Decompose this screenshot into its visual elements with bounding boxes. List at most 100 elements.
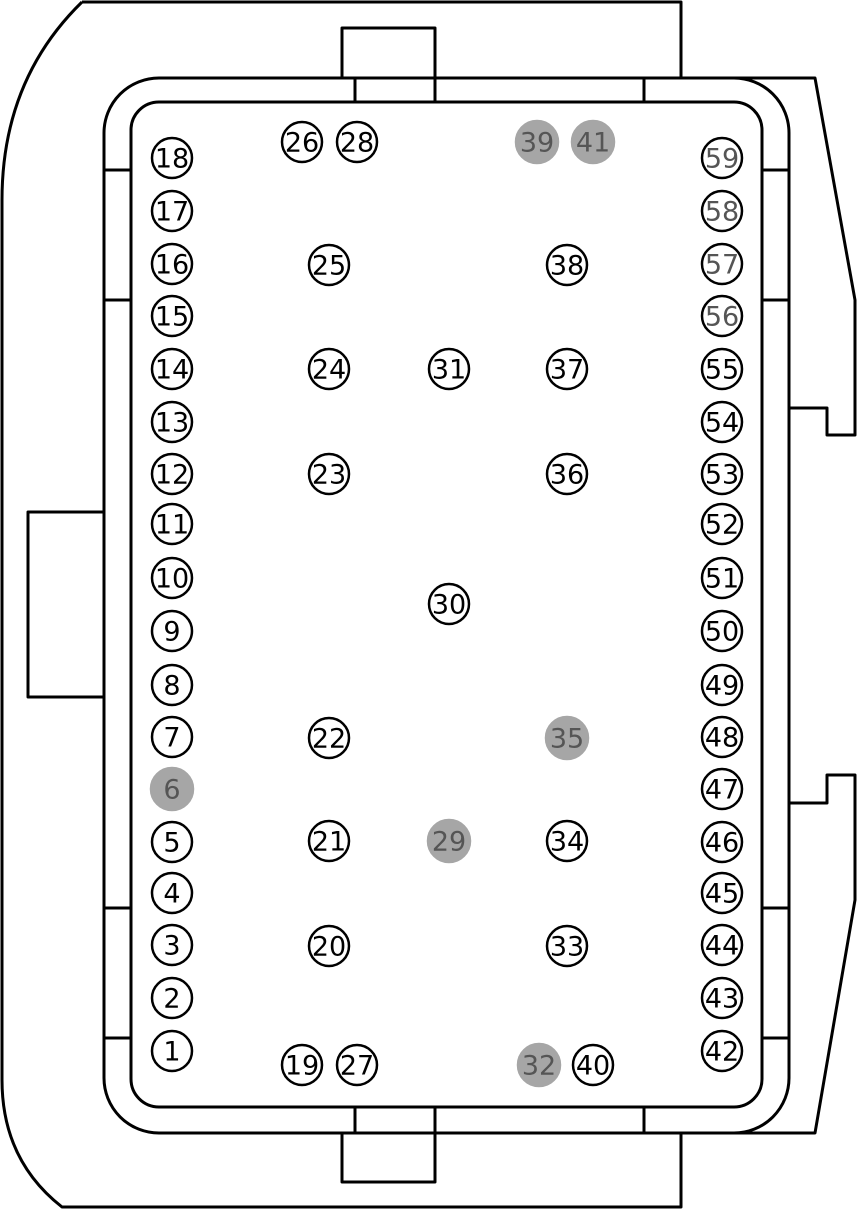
pin-label-30: 30 [432,590,466,621]
pin-1: 1 [150,1029,194,1073]
pin-circle-35 [544,715,590,761]
pin-37: 37 [545,347,589,391]
pin-circle-39 [514,119,560,165]
right-frame-ticks [762,168,789,1040]
pin-38: 38 [545,243,589,287]
left-latch [26,510,104,699]
pin-circle-30 [427,582,471,626]
pin-59: 59 [700,136,744,180]
pin-circle-47 [700,767,744,811]
pin-46: 46 [700,820,744,864]
pin-circle-33 [545,924,589,968]
pin-label-1: 1 [163,1037,180,1068]
pin-circle-7 [150,715,194,759]
pin-43: 43 [700,976,744,1020]
bottom-tab [340,1107,644,1184]
pin-42: 42 [700,1029,744,1073]
pin-35: 35 [544,715,590,761]
top-tab [340,26,644,102]
pin-34: 34 [545,819,589,863]
pin-circle-12 [150,452,194,496]
pin-circle-17 [150,189,194,233]
pin-circle-48 [700,715,744,759]
pin-circle-40 [571,1043,615,1087]
pin-label-41: 41 [576,128,610,159]
pin-circle-34 [545,819,589,863]
pin-circle-8 [150,663,194,707]
pin-41: 41 [570,119,616,165]
pin-circle-19 [280,1043,324,1087]
pin-circle-29 [426,818,472,864]
pin-14: 14 [150,347,194,391]
pin-label-51: 51 [705,564,739,595]
pin-label-8: 8 [163,671,180,702]
pin-circle-46 [700,820,744,864]
left-frame-ticks [104,168,131,1040]
pin-label-4: 4 [163,879,180,910]
pin-label-50: 50 [705,617,739,648]
pin-8: 8 [150,663,194,707]
pin-label-28: 28 [340,128,374,159]
pin-32: 32 [516,1042,562,1088]
pin-circle-57 [700,242,744,286]
pin-label-31: 31 [432,355,466,386]
pin-label-3: 3 [163,931,180,962]
pin-27: 27 [335,1043,379,1087]
pin-label-48: 48 [705,723,739,754]
pin-label-5: 5 [163,828,180,859]
pin-40: 40 [571,1043,615,1087]
pin-label-54: 54 [705,408,739,439]
pin-3: 3 [150,923,194,967]
pin-58: 58 [700,189,744,233]
pin-23: 23 [307,452,351,496]
pin-circle-37 [545,347,589,391]
pin-label-47: 47 [705,775,739,806]
pin-label-16: 16 [155,250,189,281]
pin-label-35: 35 [550,724,584,755]
pin-label-49: 49 [705,671,739,702]
pin-label-15: 15 [155,302,189,333]
pin-17: 17 [150,189,194,233]
pin-circle-38 [545,243,589,287]
pin-circle-13 [150,400,194,444]
pin-19: 19 [280,1043,324,1087]
pin-circle-25 [307,243,351,287]
pin-circle-54 [700,400,744,444]
pin-circle-11 [150,502,194,546]
pin-9: 9 [150,609,194,653]
pin-label-34: 34 [550,827,584,858]
pin-circle-18 [150,136,194,180]
pin-10: 10 [150,556,194,600]
pin-label-10: 10 [155,564,189,595]
pin-label-27: 27 [340,1051,374,1082]
pin-circle-26 [280,120,324,164]
pin-18: 18 [150,136,194,180]
pin-label-11: 11 [155,510,189,541]
pin-49: 49 [700,663,744,707]
pin-54: 54 [700,400,744,444]
pin-label-25: 25 [312,251,346,282]
pin-label-12: 12 [155,460,189,491]
pin-20: 20 [307,924,351,968]
pin-label-21: 21 [312,827,346,858]
pin-circle-6 [149,766,195,812]
pin-47: 47 [700,767,744,811]
pin-label-32: 32 [522,1051,556,1082]
pin-label-44: 44 [705,931,739,962]
pin-label-58: 58 [705,197,739,228]
pin-circle-50 [700,609,744,653]
pin-label-42: 42 [705,1037,739,1068]
pin-label-9: 9 [163,617,180,648]
pin-label-29: 29 [432,827,466,858]
pin-13: 13 [150,400,194,444]
pin-label-2: 2 [163,984,180,1015]
pin-44: 44 [700,923,744,967]
pin-circle-24 [307,347,351,391]
pin-29: 29 [426,818,472,864]
pin-5: 5 [150,820,194,864]
pin-53: 53 [700,452,744,496]
pin-label-40: 40 [576,1051,610,1082]
pin-circle-41 [570,119,616,165]
pin-circle-1 [150,1029,194,1073]
pin-circle-58 [700,189,744,233]
